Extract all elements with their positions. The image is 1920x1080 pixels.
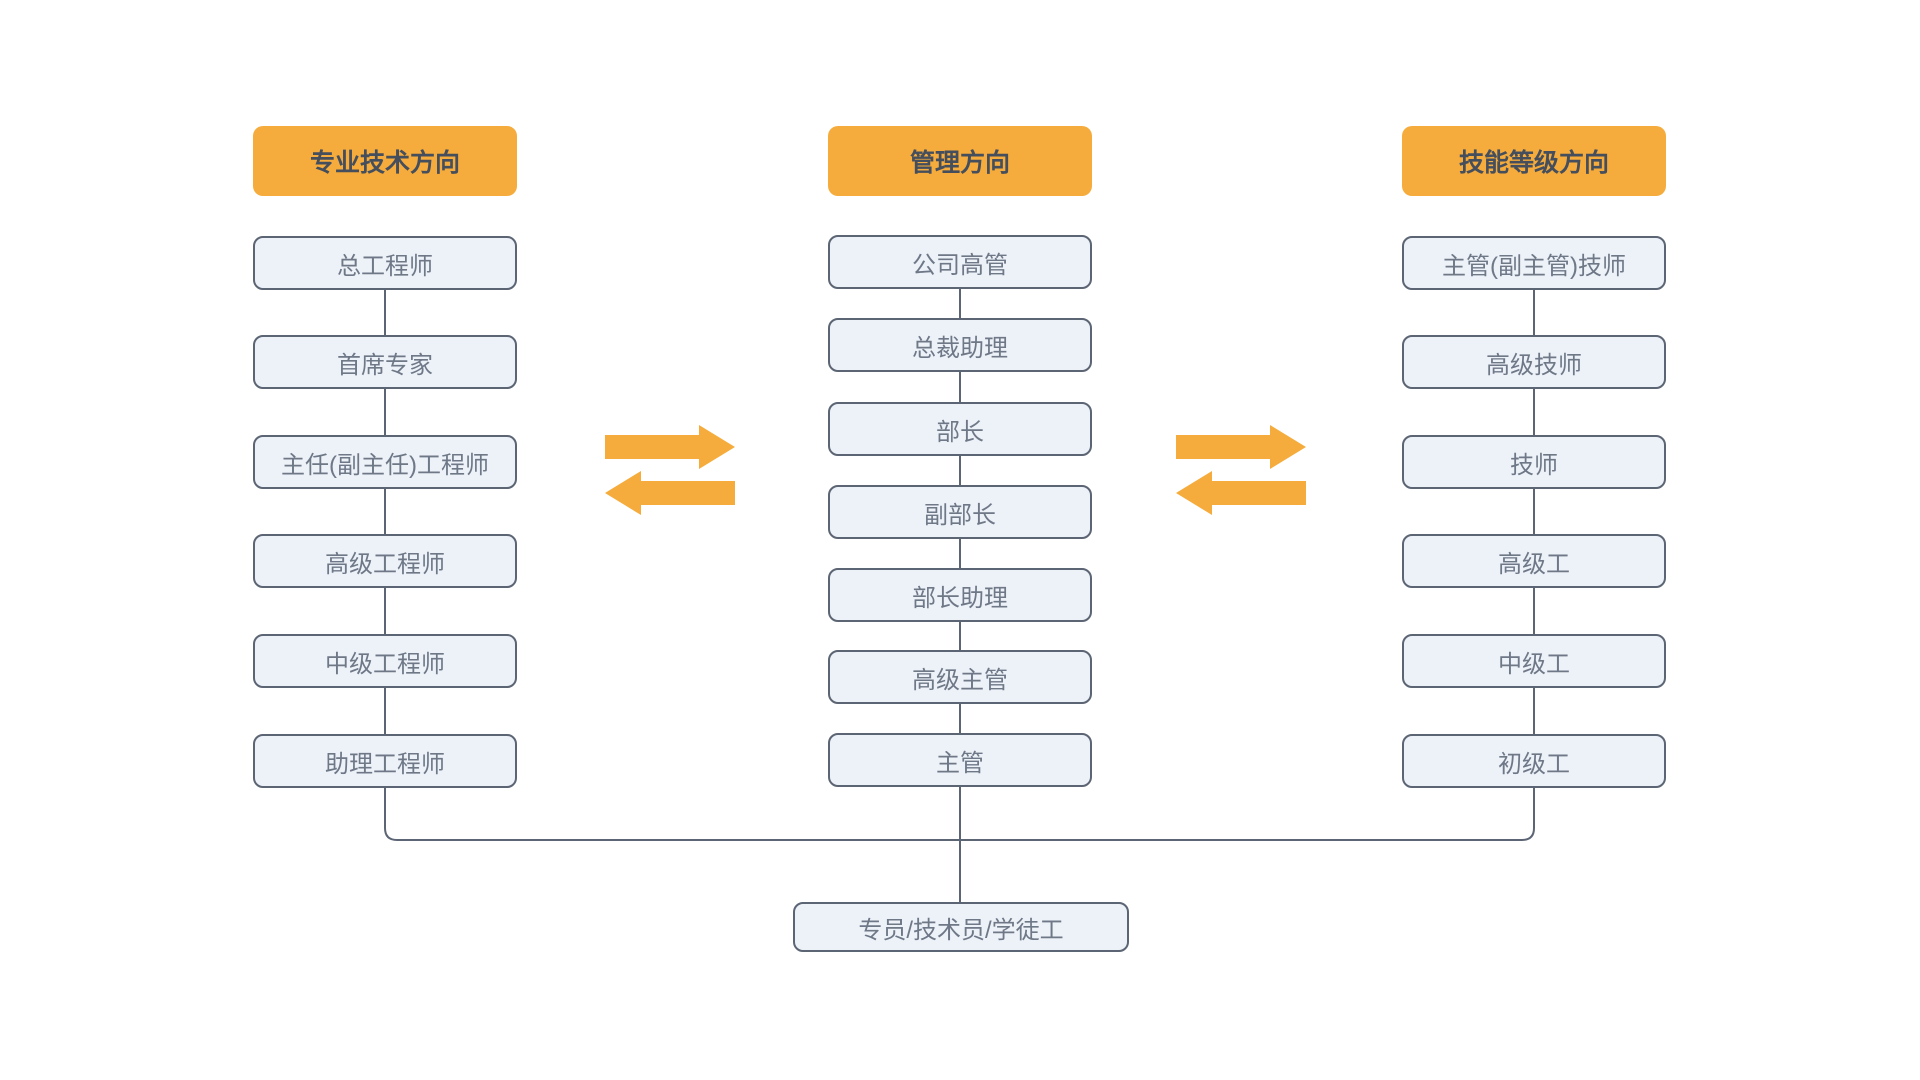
right-arrow-icon: [1176, 425, 1306, 469]
node-senior-worker: 高级工: [1402, 534, 1666, 588]
node-supervisor-technician: 主管(副主管)技师: [1402, 236, 1666, 290]
node-senior-supervisor: 高级主管: [828, 650, 1092, 704]
column-header-skill-level: 技能等级方向: [1402, 126, 1666, 196]
node-department-head-assistant: 部长助理: [828, 568, 1092, 622]
swap-arrows-left: [605, 425, 735, 515]
node-chief-expert: 首席专家: [253, 335, 517, 389]
bottom-merge-connector: [384, 788, 1535, 841]
swap-arrows-right: [1176, 425, 1306, 515]
right-arrow-icon: [605, 425, 735, 469]
node-supervisor: 主管: [828, 733, 1092, 787]
node-senior-engineer: 高级工程师: [253, 534, 517, 588]
node-junior-worker: 初级工: [1402, 734, 1666, 788]
node-director-engineer: 主任(副主任)工程师: [253, 435, 517, 489]
left-arrow-icon: [605, 471, 735, 515]
node-department-head: 部长: [828, 402, 1092, 456]
node-senior-technician: 高级技师: [1402, 335, 1666, 389]
column-header-management: 管理方向: [828, 126, 1092, 196]
column-header-professional-technical: 专业技术方向: [253, 126, 517, 196]
node-intermediate-engineer: 中级工程师: [253, 634, 517, 688]
node-assistant-engineer: 助理工程师: [253, 734, 517, 788]
node-chief-engineer: 总工程师: [253, 236, 517, 290]
node-technician: 技师: [1402, 435, 1666, 489]
node-president-assistant: 总裁助理: [828, 318, 1092, 372]
left-arrow-icon: [1176, 471, 1306, 515]
node-specialist-technician-apprentice: 专员/技术员/学徒工: [793, 902, 1129, 952]
node-deputy-department-head: 副部长: [828, 485, 1092, 539]
node-company-executive: 公司高管: [828, 235, 1092, 289]
node-intermediate-worker: 中级工: [1402, 634, 1666, 688]
